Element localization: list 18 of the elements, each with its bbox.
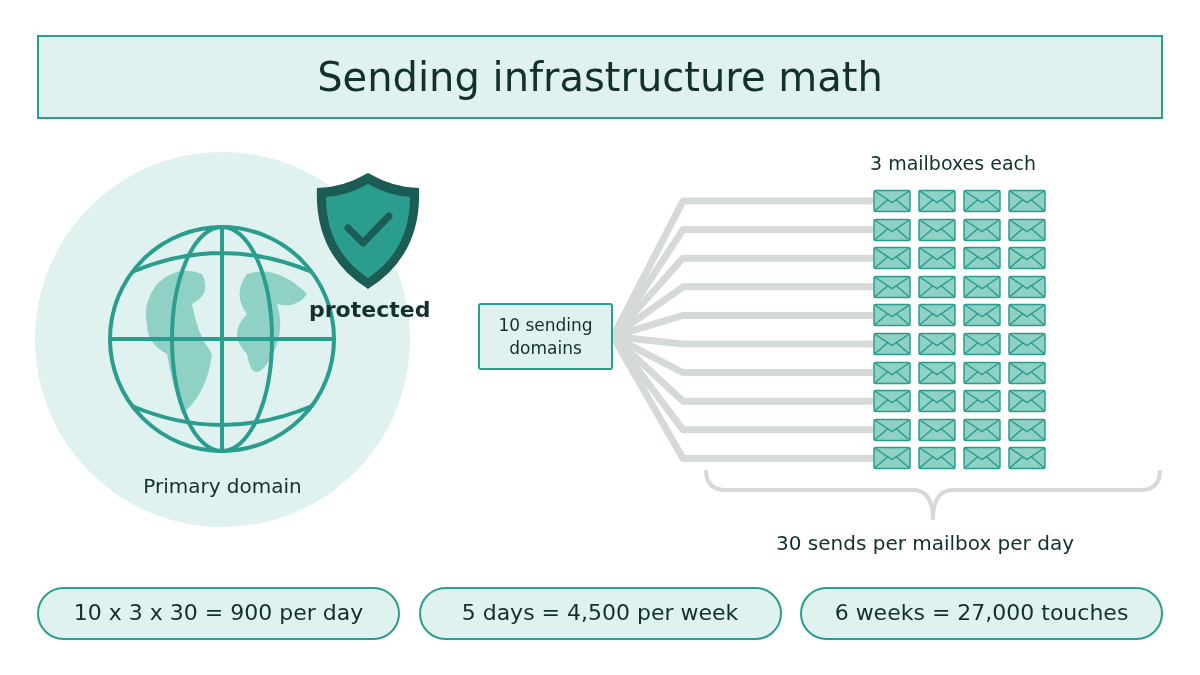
envelope-row-icon <box>873 333 1045 355</box>
envelope-row-icon <box>873 218 1045 241</box>
envelope-row-icon <box>873 275 1045 298</box>
row-caption: 3 mailboxes each <box>870 152 1037 174</box>
envelope-row-icon <box>873 190 1045 212</box>
result-pill: 5 days = 4,500 per week <box>418 587 782 640</box>
envelope-row-icon <box>873 361 1045 384</box>
globe-label: Primary domain <box>142 474 303 498</box>
result-pill: 10 x 3 x 30 = 900 per day <box>37 587 400 640</box>
envelope-row-icon <box>873 447 1045 470</box>
result-pill: 6 weeks = 27,000 touches <box>800 587 1163 640</box>
envelope-row-icon <box>873 418 1045 441</box>
envelope-row-icon <box>873 304 1045 327</box>
envelope-row-icon <box>873 390 1045 413</box>
process-box: 10 sending domains <box>478 303 613 370</box>
envelope-row-icon <box>873 247 1045 270</box>
brace-caption: 30 sends per mailbox per day <box>776 531 1074 555</box>
title-banner: Sending infrastructure math <box>37 35 1163 119</box>
